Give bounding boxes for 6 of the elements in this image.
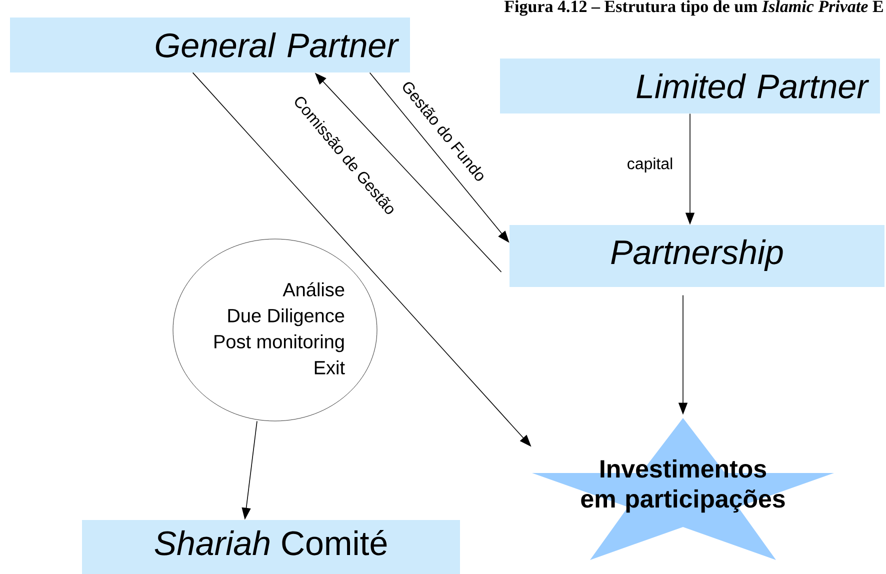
label-box: Partnership (510, 225, 884, 287)
label-box: Shariah Comité (82, 520, 460, 574)
label-box: Limited Partner (500, 58, 880, 114)
figure-title: Figura 4.12 – Estrutura tipo de um Islamic Private E (504, 0, 883, 16)
edge-label: capital (628, 158, 672, 172)
label-box: General Partner (10, 18, 410, 72)
